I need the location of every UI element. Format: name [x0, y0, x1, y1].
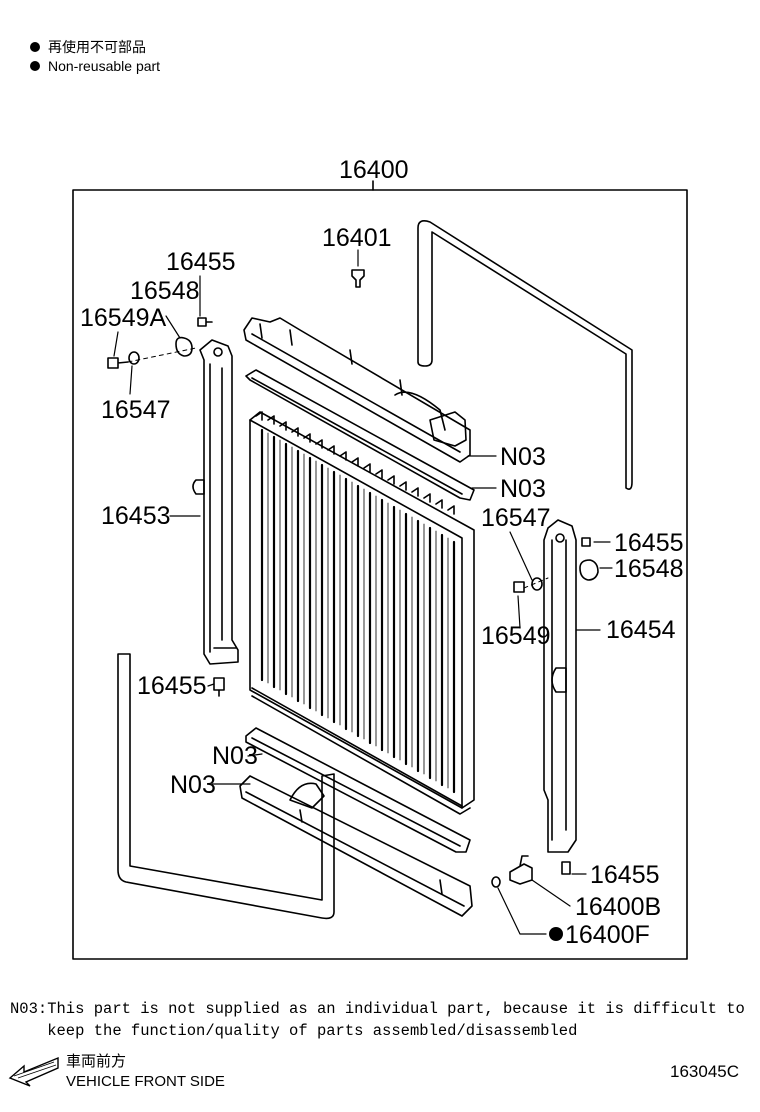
- fastener-group: [107, 317, 599, 888]
- legend-non-reusable-jp: 再使用不可部品: [30, 37, 146, 57]
- label-16400F: 16400F: [565, 921, 650, 949]
- label-n03-upper-tank: N03: [500, 443, 546, 471]
- label-16401: 16401: [322, 224, 392, 252]
- leader-lines: [113, 249, 613, 935]
- label-n03-lower-gasket: N03: [212, 742, 258, 770]
- figure-id: 163045C: [670, 1062, 740, 1081]
- label-16547-left: 16547: [101, 396, 171, 424]
- label-16548-right: 16548: [614, 555, 684, 583]
- label-n03-lower-tank: N03: [170, 771, 216, 799]
- lower-gasket-inner: [251, 737, 461, 847]
- radiator-core: [249, 411, 475, 815]
- label-16548-left: 16548: [130, 277, 200, 305]
- label-16453: 16453: [101, 502, 171, 530]
- bullet-icon: [30, 61, 40, 71]
- label-16547-right: 16547: [481, 504, 551, 532]
- label-16549A: 16549A: [80, 304, 167, 332]
- upper-tank: [243, 317, 471, 463]
- label-16455-bottom-right: 16455: [590, 861, 660, 889]
- legend-en-text: Non-reusable part: [48, 58, 161, 74]
- legend-jp-text: 再使用不可部品: [48, 39, 146, 55]
- vehicle-front-arrow-icon: [8, 1056, 59, 1087]
- label-16455-top-left: 16455: [166, 248, 236, 276]
- legend-non-reusable-en: Non-reusable part: [30, 58, 160, 74]
- n03-note: N03:This part is not supplied as an indi…: [10, 998, 745, 1042]
- label-16400: 16400: [339, 156, 409, 184]
- label-16549: 16549: [481, 622, 551, 650]
- label-n03-upper-gasket: N03: [500, 475, 546, 503]
- lower-seal-strip: [117, 653, 335, 920]
- n03-note-line2: keep the function/quality of parts assem…: [10, 1022, 578, 1040]
- drain-plug-16401: [351, 269, 365, 288]
- label-16454: 16454: [606, 616, 676, 644]
- label-16455-right: 16455: [614, 529, 684, 557]
- vehicle-front-jp: 車両前方: [66, 1053, 127, 1070]
- assembly-frame: [72, 189, 688, 960]
- label-16400B: 16400B: [575, 893, 661, 921]
- label-16455-bottom-left: 16455: [137, 672, 207, 700]
- non-reusable-dot-icon: [549, 927, 563, 941]
- bullet-icon: [30, 42, 40, 52]
- upper-seal-strip: [417, 220, 633, 490]
- n03-note-line1: N03:This part is not supplied as an indi…: [10, 1000, 745, 1018]
- lower-gasket: [245, 727, 471, 853]
- upper-gasket-inner: [251, 377, 463, 495]
- right-bracket-16454: [543, 519, 577, 853]
- vehicle-front-en: VEHICLE FRONT SIDE: [66, 1073, 225, 1090]
- lower-tank: [239, 775, 473, 917]
- upper-gasket: [245, 369, 475, 501]
- left-bracket-16453: [192, 339, 239, 665]
